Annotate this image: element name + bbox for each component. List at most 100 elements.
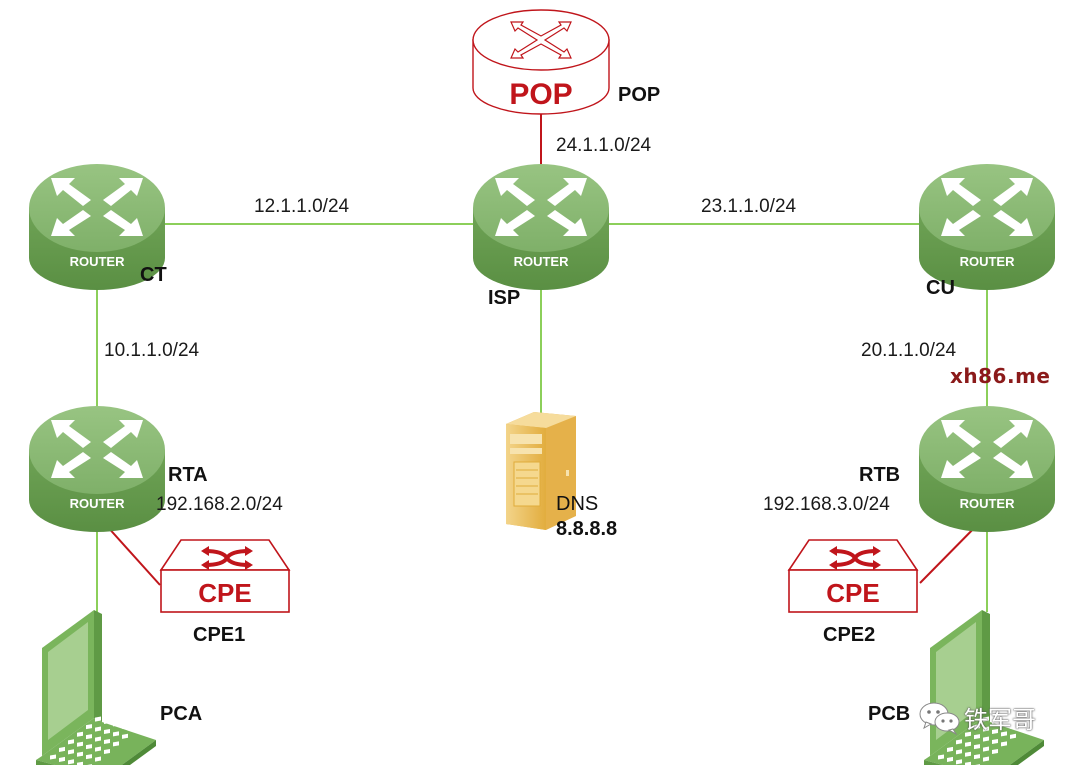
subnet-label-ct-rta: 10.1.1.0/24	[104, 340, 200, 361]
wechat-account-name: 铁军哥	[964, 706, 1036, 734]
keyboard-key	[77, 761, 83, 765]
keyboard-key	[95, 746, 101, 752]
keyboard-key	[1001, 741, 1007, 747]
cpe2-icon-text: CPE	[826, 578, 879, 608]
node-label-cu: CU	[926, 277, 955, 299]
keyboard-key	[956, 749, 962, 755]
keyboard-key	[974, 744, 980, 750]
dns-ip-label: 8.8.8.8	[556, 518, 618, 540]
keyboard-key	[965, 741, 971, 747]
router-isp-icon[interactable]: ROUTER	[473, 164, 609, 290]
pcb-laptop-icon[interactable]	[924, 610, 1044, 765]
subnet-label-rta-cpe1: 192.168.2.0/24	[156, 494, 283, 515]
keyboard-key	[86, 744, 92, 750]
keyboard-key	[122, 733, 128, 739]
router-rta-icon-text: ROUTER	[70, 496, 126, 511]
keyboard-key	[86, 724, 92, 730]
keyboard-key	[983, 716, 989, 722]
keyboard-key	[938, 754, 944, 760]
keyboard-key	[974, 724, 980, 730]
wechat-watermark: 铁军哥	[918, 698, 1078, 738]
keyboard-key	[122, 723, 128, 729]
keyboard-key	[95, 716, 101, 722]
keyboard-key	[947, 756, 953, 762]
node-label-pca: PCA	[160, 703, 203, 725]
keyboard-key	[77, 751, 83, 757]
router-cu-icon[interactable]: ROUTER	[919, 164, 1055, 290]
keyboard-key	[965, 761, 971, 765]
keyboard-key	[983, 726, 989, 732]
keyboard-key	[1019, 716, 1025, 722]
pop-icon-text: POP	[509, 78, 572, 111]
keyboard-key	[965, 731, 971, 737]
keyboard-key	[974, 754, 980, 760]
router-ct-icon[interactable]: ROUTER	[29, 164, 165, 290]
site-watermark: xh86.me	[950, 364, 1051, 388]
cpe2-icon[interactable]: CPE	[787, 538, 919, 614]
keyboard-key	[1010, 713, 1016, 719]
router-rta-icon[interactable]: ROUTER	[29, 406, 165, 532]
keyboard-key	[86, 734, 92, 740]
keyboard-key	[992, 708, 998, 715]
keyboard-key	[992, 748, 998, 755]
keyboard-key	[983, 756, 989, 762]
node-label-dns: DNS	[556, 493, 599, 515]
keyboard-key	[77, 741, 83, 747]
keyboard-key	[113, 731, 119, 737]
node-label-isp: ISP	[488, 287, 521, 309]
keyboard-key	[131, 726, 137, 732]
router-rtb-icon-text: ROUTER	[960, 496, 1016, 511]
keyboard-key	[122, 713, 128, 719]
keyboard-key	[974, 734, 980, 740]
keyboard-key	[1010, 723, 1016, 729]
keyboard-key	[992, 728, 998, 735]
cpe1-icon[interactable]: CPE	[159, 538, 291, 614]
subnet-label-ct-isp: 12.1.1.0/24	[254, 196, 350, 217]
keyboard-key	[113, 741, 119, 747]
keyboard-key	[965, 751, 971, 757]
keyboard-key	[50, 754, 56, 760]
node-label-rta: RTA	[168, 464, 208, 486]
pop-node-icon[interactable]: POP	[472, 9, 610, 115]
keyboard-key	[95, 726, 101, 732]
node-label-pcb: PCB	[868, 703, 911, 725]
subnet-label-pop-isp: 24.1.1.0/24	[556, 135, 652, 156]
subnet-label-rtb-cpe2: 192.168.3.0/24	[763, 494, 890, 515]
keyboard-key	[947, 746, 953, 752]
keyboard-key	[992, 738, 998, 745]
router-cu-icon-text: ROUTER	[960, 254, 1016, 269]
subnet-label-isp-cu: 23.1.1.0/24	[701, 196, 797, 217]
router-isp-icon-text: ROUTER	[514, 254, 570, 269]
node-label-pop: POP	[618, 84, 661, 106]
keyboard-key	[983, 746, 989, 752]
node-label-ct: CT	[140, 264, 167, 286]
dns-server-icon[interactable]	[506, 412, 576, 530]
keyboard-key	[86, 754, 92, 760]
keyboard-key	[104, 738, 110, 745]
pca-laptop-icon[interactable]	[36, 610, 156, 765]
keyboard-key	[113, 711, 119, 717]
keyboard-key	[59, 756, 65, 762]
router-rtb-icon[interactable]: ROUTER	[919, 406, 1055, 532]
node-label-cpe1: CPE1	[193, 624, 246, 646]
keyboard-key	[104, 718, 110, 725]
keyboard-key	[1028, 718, 1034, 724]
keyboard-key	[68, 759, 74, 765]
keyboard-key	[956, 759, 962, 765]
keyboard-key	[68, 739, 74, 745]
keyboard-key	[131, 716, 137, 722]
keyboard-key	[104, 708, 110, 715]
keyboard-key	[1001, 721, 1007, 727]
keyboard-key	[983, 736, 989, 742]
keyboard-key	[140, 718, 146, 724]
keyboard-key	[113, 721, 119, 727]
keyboard-key	[95, 756, 101, 762]
keyboard-key	[1001, 731, 1007, 737]
keyboard-key	[1010, 733, 1016, 739]
keyboard-key	[956, 739, 962, 745]
cpe1-icon-text: CPE	[198, 578, 251, 608]
node-label-cpe2: CPE2	[823, 624, 876, 646]
keyboard-key	[59, 746, 65, 752]
keyboard-key	[1001, 711, 1007, 717]
